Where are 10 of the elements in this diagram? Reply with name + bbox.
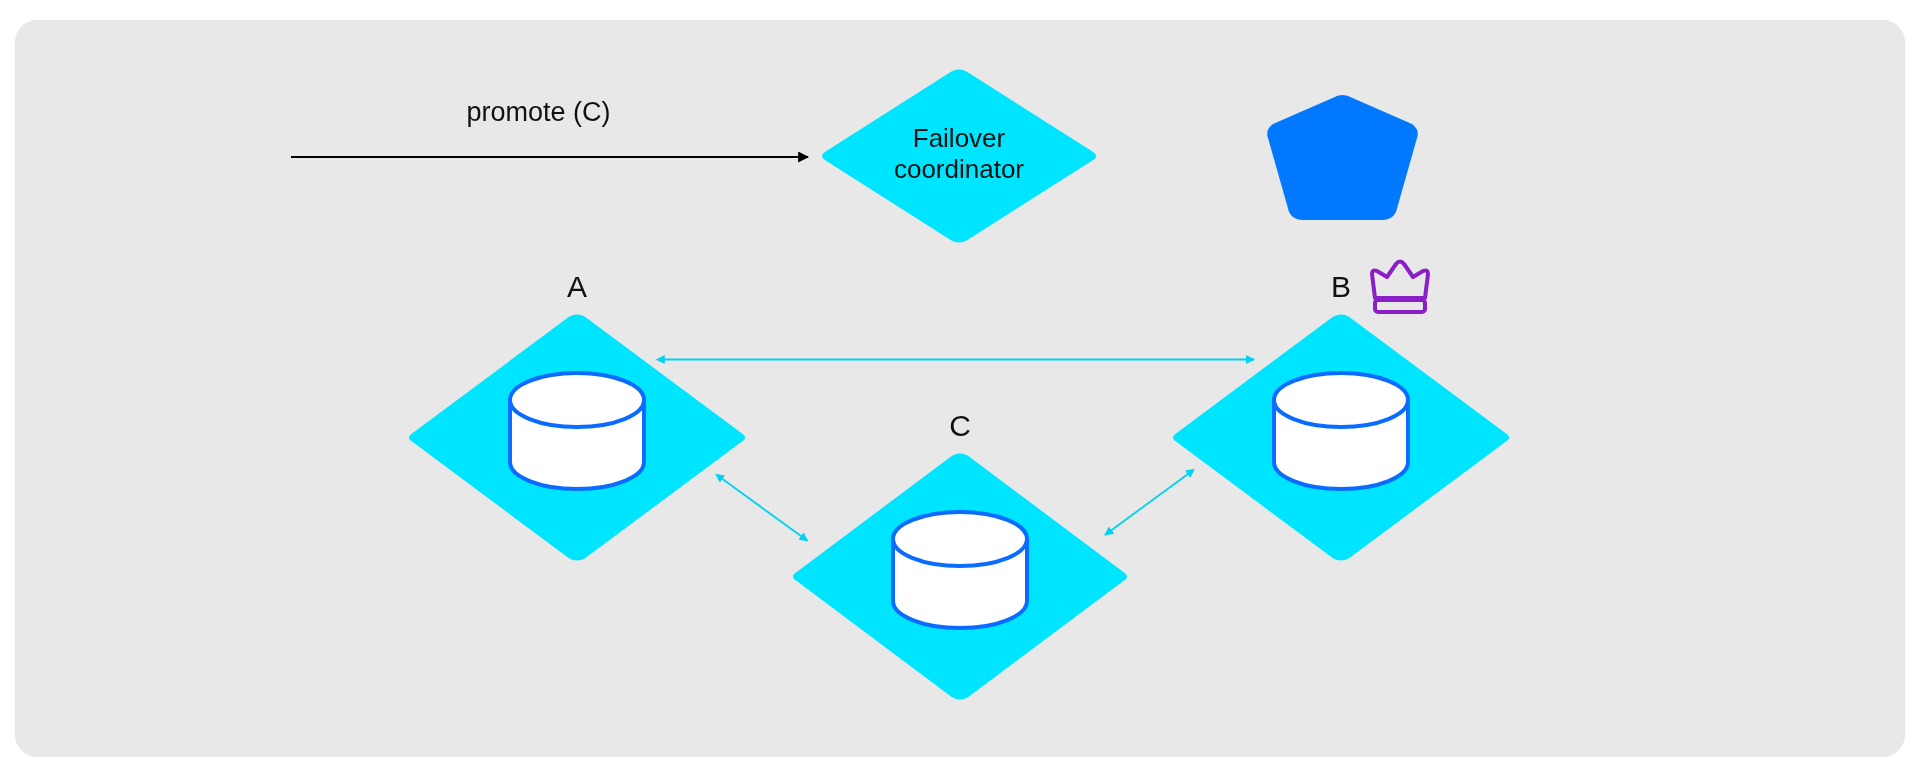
node-heading: C <box>948 409 972 443</box>
connector-arrow <box>715 473 809 542</box>
connector-arrow <box>655 355 1256 364</box>
connector-arrow <box>291 151 810 163</box>
node-heading: B <box>1330 270 1352 304</box>
node-heading: A <box>566 270 588 304</box>
pentagon-node <box>1265 94 1420 220</box>
edge-label: promote (C) <box>466 97 611 128</box>
connector-arrow <box>1104 468 1195 536</box>
node-label: Failover coordinator <box>892 123 1026 185</box>
